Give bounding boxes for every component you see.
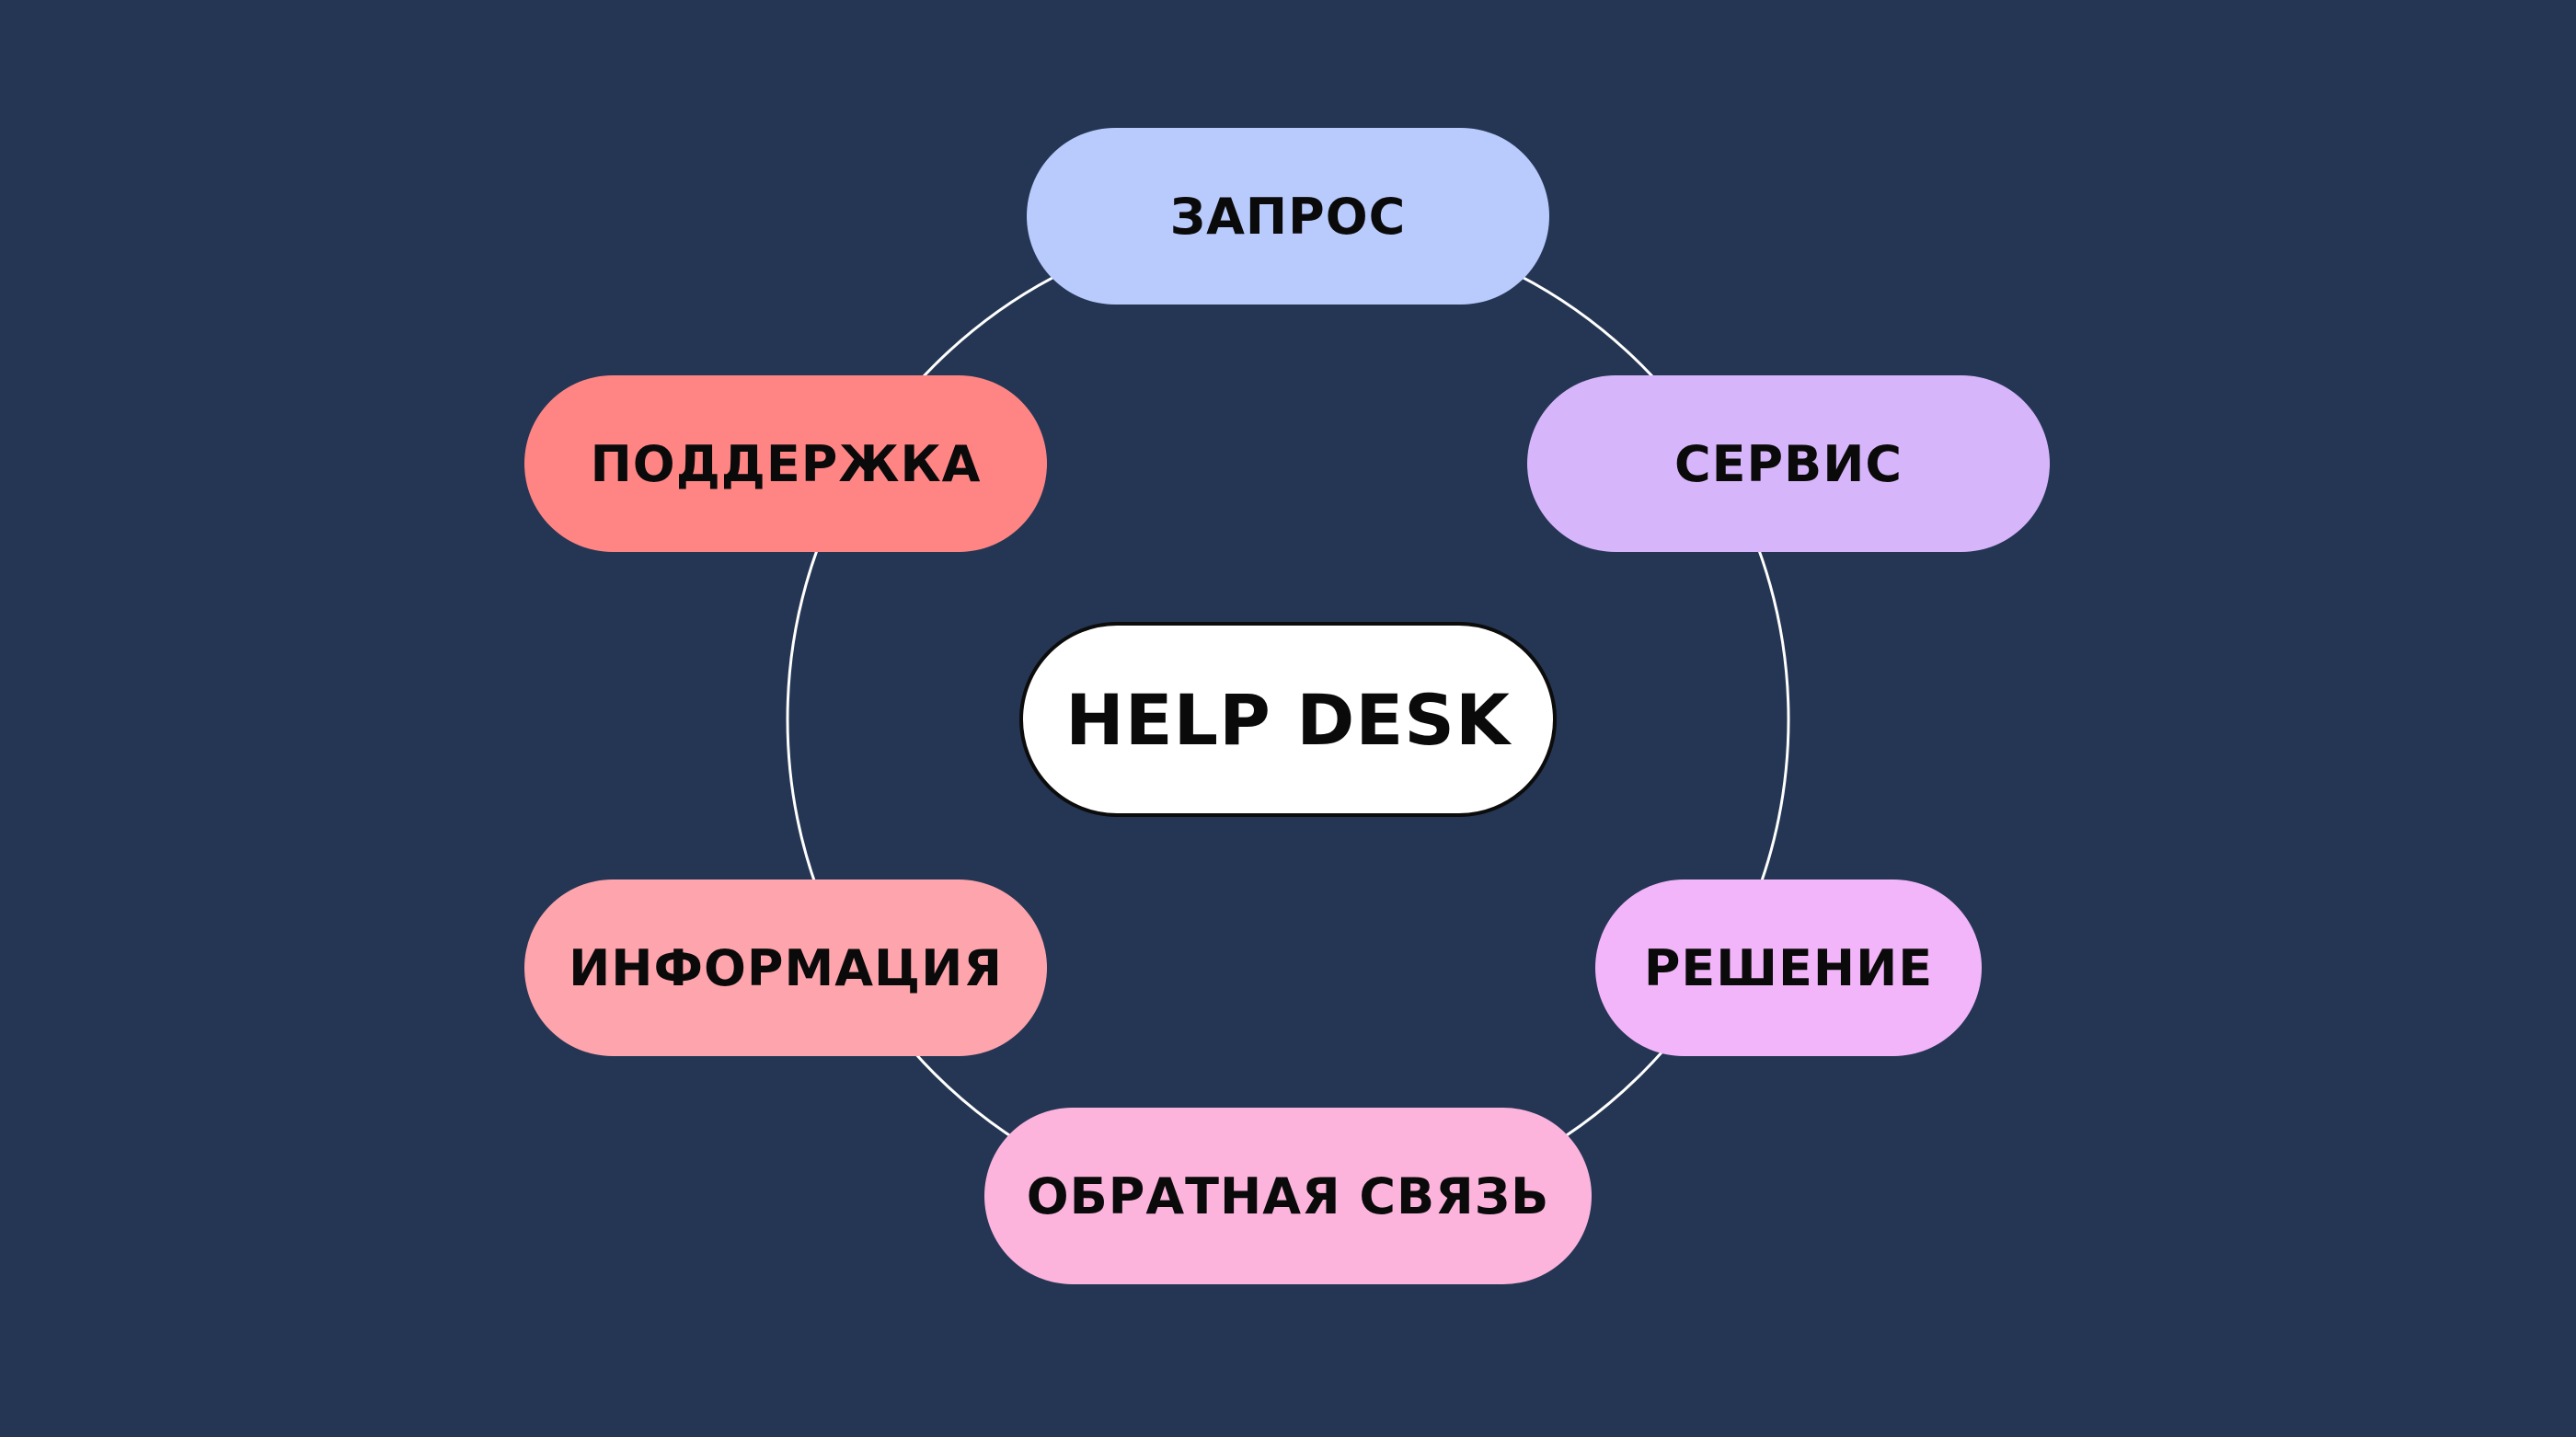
node-reshenie-label: РЕШЕНИЕ [1643,938,1934,997]
node-reshenie: РЕШЕНИЕ [1595,879,1982,1056]
node-servis-label: СЕРВИС [1673,434,1903,493]
center-node-help-desk: HELP DESK [1019,622,1557,817]
center-node-label: HELP DESK [1065,678,1511,761]
node-feedback: ОБРАТНАЯ СВЯЗЬ [984,1108,1592,1284]
node-support: ПОДДЕРЖКА [524,375,1047,552]
node-info: ИНФОРМАЦИЯ [524,879,1047,1056]
node-zapros-label: ЗАПРОС [1169,187,1407,246]
node-info-label: ИНФОРМАЦИЯ [569,938,1003,997]
node-zapros: ЗАПРОС [1027,128,1549,305]
node-servis: СЕРВИС [1527,375,2050,552]
node-feedback-label: ОБРАТНАЯ СВЯЗЬ [1026,1167,1550,1225]
node-support-label: ПОДДЕРЖКА [590,434,982,493]
